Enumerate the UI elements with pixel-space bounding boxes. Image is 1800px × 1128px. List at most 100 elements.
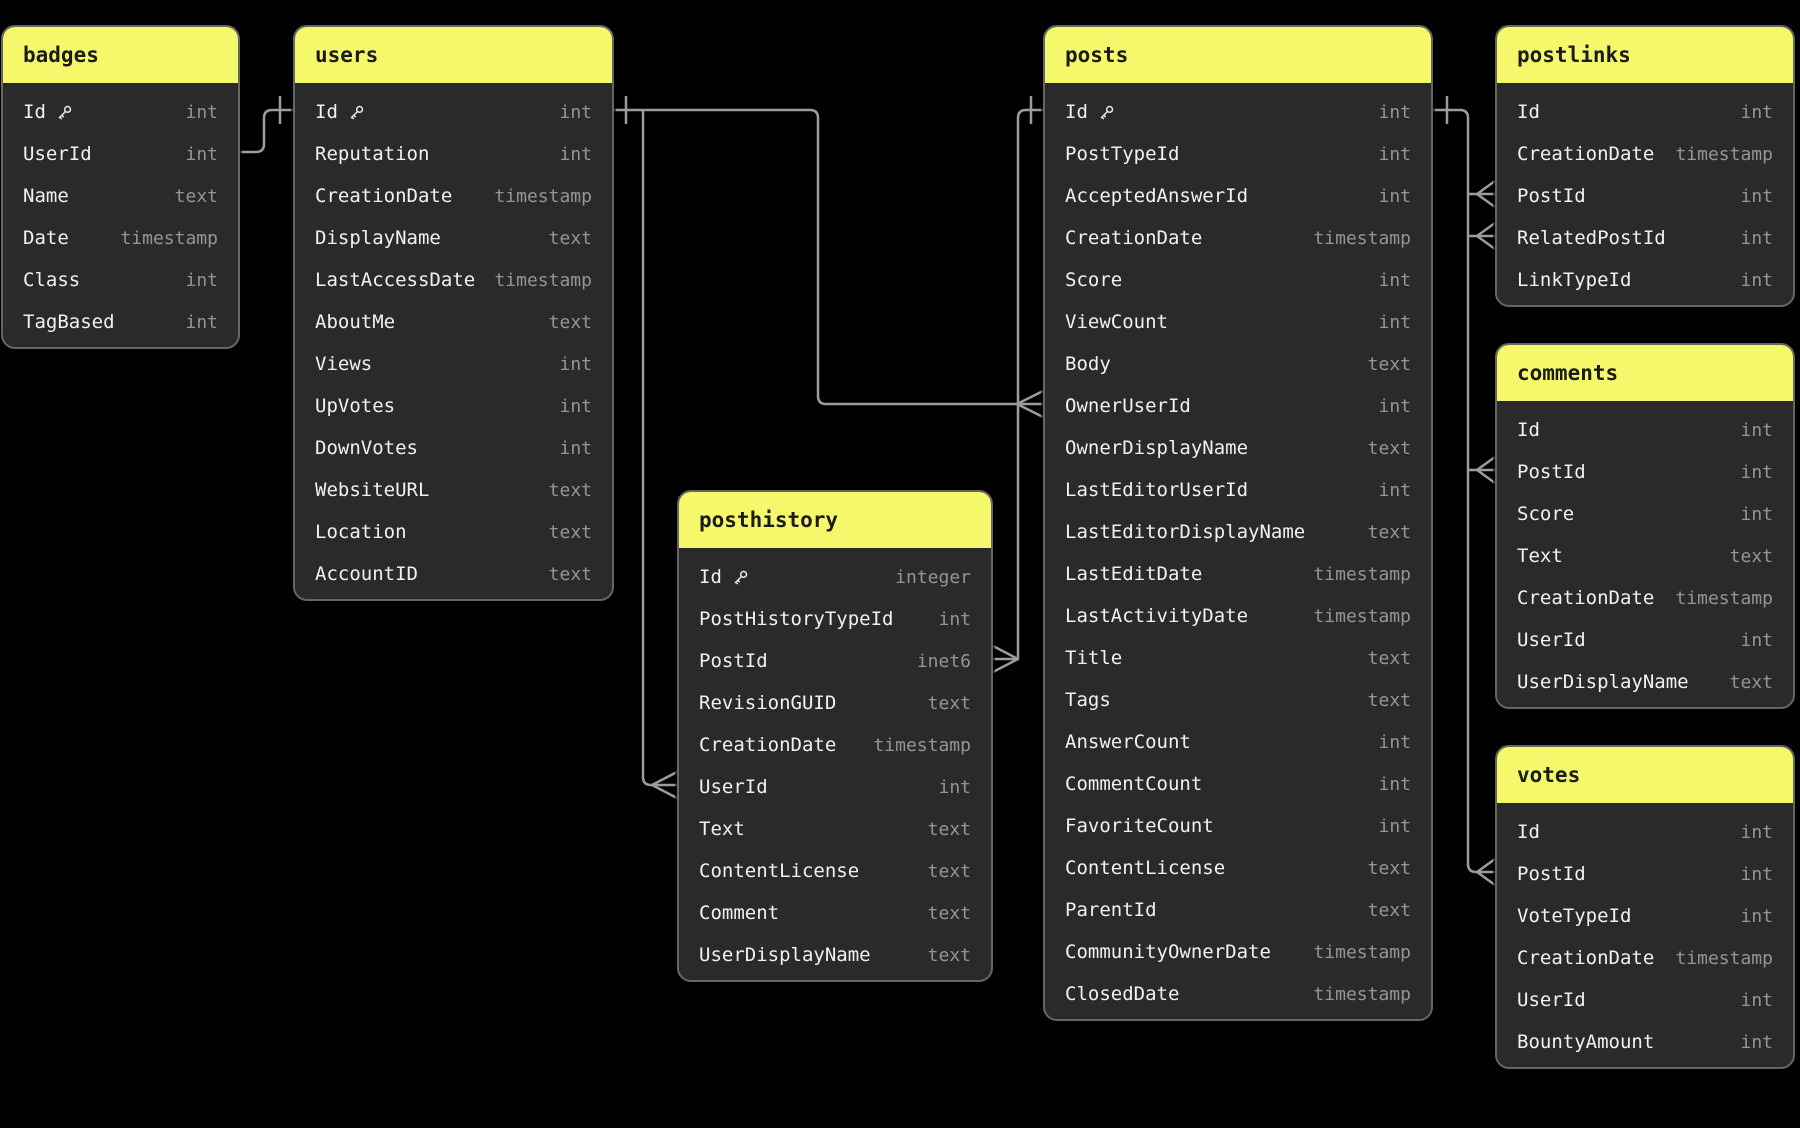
table-header[interactable]: users: [295, 27, 612, 83]
table-header[interactable]: postlinks: [1497, 27, 1793, 83]
relationship-posthistory-posts[interactable]: [992, 96, 1043, 674]
column-name: CreationDate: [315, 185, 453, 207]
table-header[interactable]: posthistory: [679, 492, 991, 548]
column-name: UserId: [23, 143, 92, 165]
table-header[interactable]: posts: [1045, 27, 1431, 83]
column-name: UserId: [1517, 629, 1586, 651]
column-name: Id: [1517, 821, 1540, 843]
column-name: AcceptedAnswerId: [1065, 185, 1249, 207]
table-header[interactable]: votes: [1497, 747, 1793, 803]
relationship-posts-right-tables[interactable]: [1433, 96, 1496, 887]
table-title: comments: [1517, 361, 1619, 385]
table-header[interactable]: badges: [3, 27, 238, 83]
column-type: text: [1367, 647, 1411, 669]
column-type: int: [1740, 419, 1773, 441]
column-type: text: [1367, 899, 1411, 921]
column-row[interactable]: ParentId text: [1045, 889, 1431, 931]
table-header[interactable]: comments: [1497, 345, 1793, 401]
column-name: Title: [1065, 647, 1123, 669]
relationship-posts-users[interactable]: [614, 96, 1044, 419]
column-name: ParentId: [1065, 899, 1157, 921]
column-row[interactable]: Title text: [1045, 637, 1431, 679]
relationship-posthistory-users[interactable]: [641, 110, 678, 800]
relationship-badges-users[interactable]: [240, 96, 293, 154]
primary-key-icon: [58, 105, 72, 119]
